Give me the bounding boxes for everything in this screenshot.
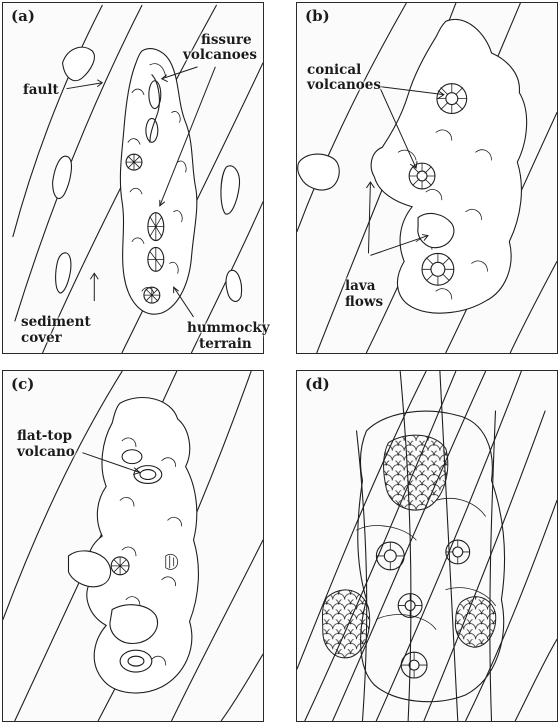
flat-top-volcano-label-line2: volcano xyxy=(17,445,75,460)
panel-a-label: (a) xyxy=(11,7,35,25)
panel-d-drawing xyxy=(297,371,557,721)
fault-label: fault xyxy=(23,83,59,98)
panel-b-label: (b) xyxy=(305,7,330,25)
lava-flows-label-line1: lava xyxy=(345,279,375,294)
sediment-cover-label-line2: cover xyxy=(21,331,62,346)
lava-flows-label-line2: flows xyxy=(345,295,383,310)
conical-volcanoes-label-line2: volcanoes xyxy=(307,78,381,93)
panel-b-drawing xyxy=(297,3,557,353)
conical-volcanoes-label-line1: conical xyxy=(307,63,361,78)
eroded-volcanoes xyxy=(376,540,469,678)
hummocky-terrain-label-line2: terrain xyxy=(199,337,252,352)
hummocky-terrain-label-line1: hummocky xyxy=(187,321,270,336)
fissure-volcanoes-label-line1: fissure xyxy=(201,33,252,48)
panel-c-drawing xyxy=(3,371,263,721)
fissure-volcanoes-label-line2: volcanoes xyxy=(183,48,257,63)
panel-d: (d) xyxy=(296,370,558,722)
lava-plateau xyxy=(68,398,198,693)
panel-d-label: (d) xyxy=(305,375,330,393)
panel-c-label: (c) xyxy=(11,375,34,393)
hummocky-scale-patches xyxy=(322,435,495,658)
sediment-cover-label-line1: sediment xyxy=(21,315,91,330)
panel-a: (a) fault fissure volcanoes sediment cov… xyxy=(2,2,264,354)
panel-b: (b) conical volcanoes lava flows xyxy=(296,2,558,354)
flat-top-volcano-label-line1: flat-top xyxy=(17,429,72,444)
panel-c: (c) flat-top volcano xyxy=(2,370,264,722)
